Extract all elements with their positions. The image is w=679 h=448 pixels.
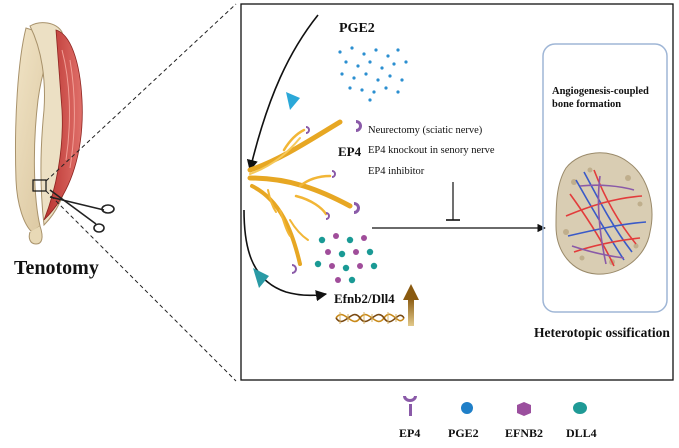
angiogenesis-label: Angiogenesis-coupled bone formation [552, 86, 649, 111]
angiogenesis-line-1: Angiogenesis-coupled [552, 86, 649, 97]
ho-panel [542, 43, 668, 313]
legend-efnb2-label: EFNB2 [505, 426, 544, 440]
legend-efnb2-icon [517, 402, 531, 416]
treatment-ep4-knockout: EP4 knockout in senory nerve [368, 145, 495, 156]
legend-pge2-icon [461, 402, 473, 414]
ep4-label: EP4 [338, 144, 362, 159]
legend-icons [403, 396, 587, 416]
legend-dll4-icon [573, 402, 587, 414]
efnb2-dll4-label: Efnb2/Dll4 [334, 291, 395, 306]
heterotopic-ossification-label: Heterotopic ossification [534, 325, 670, 340]
legend-ep4-icon [403, 396, 417, 416]
zoom-line-bottom [45, 190, 237, 382]
pge2-label: PGE2 [339, 21, 375, 36]
dna-icon [335, 312, 405, 324]
legend-pge2-label: PGE2 [448, 426, 479, 440]
legend-dll4-label: DLL4 [566, 426, 597, 440]
downstream-arrow-bottom [243, 209, 328, 302]
tenotomy-label: Tenotomy [14, 257, 99, 279]
up-arrow-icon [403, 284, 419, 326]
treatment-ep4-inhibitor: EP4 inhibitor [368, 166, 425, 177]
treatment-neurectomy: Neurectomy (sciatic nerve) [368, 125, 483, 136]
pge2-dots [338, 46, 408, 102]
ep4-receptors [292, 120, 362, 274]
tenotomy-site-box [32, 179, 47, 192]
legend-ep4-label: EP4 [399, 426, 421, 440]
flow-marker-bottom [253, 268, 269, 288]
efnb2-dll4-cluster [314, 233, 378, 284]
zoom-line-top [45, 3, 237, 182]
angiogenesis-line-2: bone formation [552, 98, 622, 110]
sensory-nerve [247, 119, 353, 266]
main-panel [240, 3, 674, 381]
bone-with-vessels [555, 152, 653, 275]
flow-marker-top [286, 92, 300, 110]
leg-illustration [14, 22, 83, 245]
scissors-icon [49, 189, 115, 233]
downstream-arrow-top [246, 14, 319, 172]
